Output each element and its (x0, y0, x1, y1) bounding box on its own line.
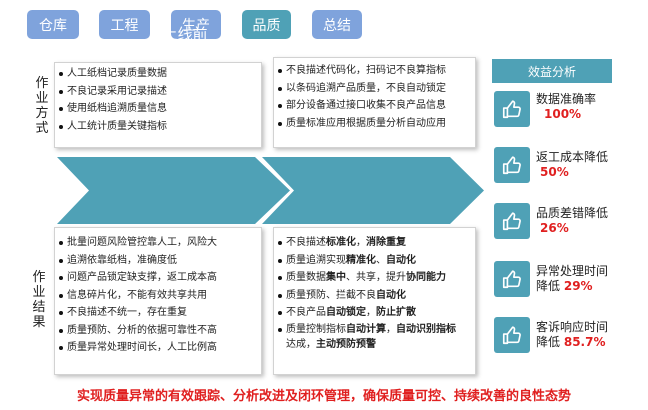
list-item: 不良产品自动锁定，防止扩散 (278, 304, 471, 322)
after-arrow (262, 157, 484, 224)
list-item: 不良描述不统一，存在重复 (59, 304, 257, 322)
list-item: 质量异常处理时间长，人工比例高 (59, 339, 257, 357)
thumbs-up-icon (494, 147, 530, 183)
thumbs-up-icon (494, 317, 530, 353)
list-item: 使用纸档追溯质量信息 (59, 100, 257, 118)
list-item: 信息碎片化，不能有效共享共用 (59, 287, 257, 305)
work-result-label: 作业结果 (32, 270, 46, 330)
before-arrow-label: 上线前 (162, 25, 208, 43)
benefit-rework-cost: 返工成本降低 50% (536, 150, 609, 179)
list-item: 以条码追溯产品质量，不良自动锁定 (278, 80, 471, 98)
thumbs-up-icon (494, 203, 530, 239)
list-item: 人工纸档记录质量数据 (59, 65, 257, 83)
list-item: 追溯依靠纸档，准确度低 (59, 252, 257, 270)
work-mode-label: 作业方式 (35, 76, 49, 136)
list-item: 质量标准应用根据质量分析自动应用 (278, 115, 471, 133)
benefit-data-accuracy: 数据准确率 100% (536, 92, 597, 121)
list-item: 不良描述代码化，扫码记不良算指标 (278, 62, 471, 80)
list-item: 批量问题风险管控靠人工，风险大 (59, 234, 257, 252)
tab-warehouse[interactable]: 仓库 (27, 10, 79, 39)
method-after-box: 不良描述代码化，扫码记不良算指标 以条码追溯产品质量，不良自动锁定 部分设备通过… (273, 57, 476, 148)
tab-production[interactable]: 生产 (171, 10, 221, 39)
list-item: 质量数据集中、共享，提升协同能力 (278, 269, 471, 287)
list-item: 不良描述标准化，消除重复 (278, 234, 471, 252)
tab-engineering[interactable]: 工程 (99, 10, 150, 39)
benefit-exception-time: 异常处理时间 降低 29% (536, 264, 609, 293)
method-before-box: 人工纸档记录质量数据 不良记录采用记录描述 使用纸档追溯质量信息 人工统计质量关… (54, 62, 262, 148)
list-item: 部分设备通过接口收集不良产品信息 (278, 97, 471, 115)
thumbs-up-icon (494, 261, 530, 297)
benefit-quality-error: 品质差错降低 26% (536, 206, 609, 235)
list-item: 质量追溯实现精准化、自动化 (278, 252, 471, 270)
benefit-complaint-response: 客诉响应时间 降低 85.7% (536, 320, 609, 349)
list-item: 质量预防、拦截不良自动化 (278, 287, 471, 305)
summary-footer: 实现质量异常的有效跟踪、分析改进及闭环管理，确保质量可控、持续改善的良性态势 (76, 389, 571, 404)
tab-summary[interactable]: 总结 (312, 10, 362, 39)
before-arrow (57, 157, 290, 224)
benefit-analysis-header: 效益分析 (492, 59, 612, 83)
result-before-box: 批量问题风险管控靠人工，风险大 追溯依靠纸档，准确度低 问题产品锁定缺支撑，返工… (54, 227, 262, 375)
list-item: 质量控制指标自动计算，自动识别指标达成，主动预防预警 (278, 322, 471, 352)
thumbs-up-icon (494, 91, 530, 127)
list-item: 人工统计质量关键指标 (59, 118, 257, 136)
list-item: 不良记录采用记录描述 (59, 83, 257, 101)
result-after-box: 不良描述标准化，消除重复 质量追溯实现精准化、自动化 质量数据集中、共享，提升协… (273, 227, 476, 375)
after-arrow-label: 上线后 (357, 25, 403, 43)
list-item: 问题产品锁定缺支撑，返工成本高 (59, 269, 257, 287)
list-item: 质量预防、分析的依据可靠性不高 (59, 322, 257, 340)
tab-quality[interactable]: 品质 (242, 10, 291, 39)
